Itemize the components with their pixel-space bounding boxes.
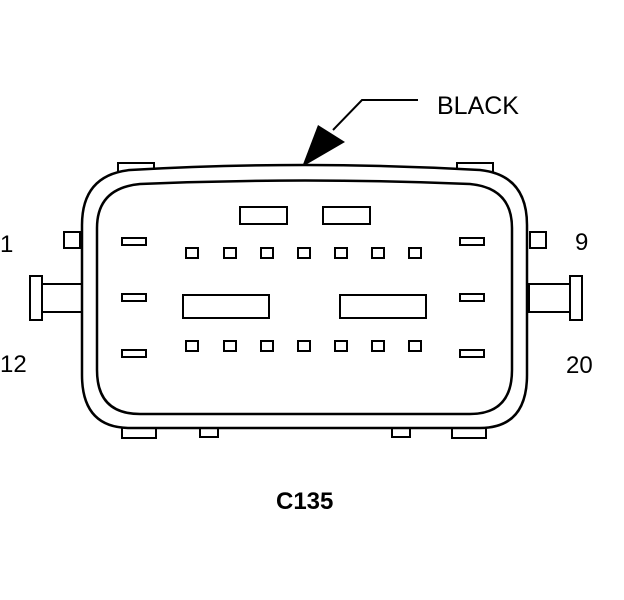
left-latch xyxy=(29,275,84,321)
right-latch xyxy=(528,275,583,321)
right-terminals xyxy=(459,237,485,358)
pin-label-1: 1 xyxy=(0,231,13,258)
connector-side-tabs xyxy=(63,231,547,249)
pin-label-12: 12 xyxy=(0,351,27,378)
pin-label-20: 20 xyxy=(566,352,593,379)
top-keys xyxy=(239,206,371,225)
pin-label-9: 9 xyxy=(575,229,588,256)
left-terminals xyxy=(121,237,147,358)
callout-color-label: BLACK xyxy=(437,92,519,120)
large-terminals xyxy=(182,294,427,319)
lower-terminal-row xyxy=(185,340,422,352)
connector-body-inner xyxy=(95,179,514,416)
connector-id-label: C135 xyxy=(276,488,333,515)
callout-leader xyxy=(302,99,418,167)
upper-terminal-row xyxy=(185,247,422,259)
